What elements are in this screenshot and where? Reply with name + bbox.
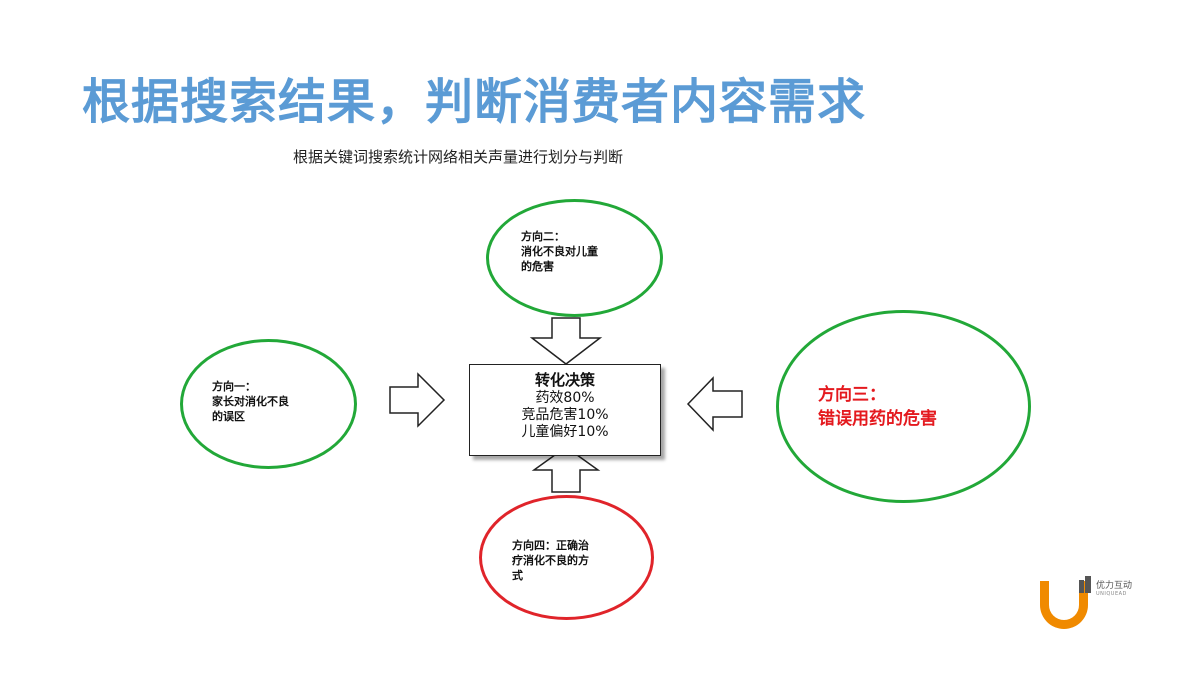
direction-2-text: 方向二： 消化不良对儿童 的危害 bbox=[521, 229, 598, 274]
direction-3-line-1: 方向三： bbox=[818, 385, 886, 405]
page-subtitle: 根据关键词搜索统计网络相关声量进行划分与判断 bbox=[293, 148, 624, 166]
arrow-right bbox=[389, 372, 446, 428]
page-title: 根据搜索结果，判断消费者内容需求 bbox=[82, 74, 867, 130]
logo-text: 优力互动 bbox=[1096, 581, 1133, 591]
conversion-line-children: 儿童偏好10% bbox=[521, 424, 609, 440]
direction-1-ellipse bbox=[180, 339, 357, 469]
direction-4-line-2: 疗消化不良的方 bbox=[512, 554, 589, 567]
arrow-down bbox=[529, 317, 603, 365]
arrow-up bbox=[531, 446, 601, 493]
logo-building-icon bbox=[1079, 576, 1091, 593]
direction-4-line-1: 方向四：正确治 bbox=[512, 539, 589, 552]
conversion-decision-box: 转化决策 药效80% 竞品危害10% 儿童偏好10% bbox=[469, 364, 661, 456]
brand-logo: 优力互动 UNIQUEAD bbox=[1040, 575, 1150, 635]
direction-4-ellipse bbox=[479, 495, 654, 620]
arrow-left bbox=[686, 376, 743, 432]
direction-2-line-3: 的危害 bbox=[521, 260, 554, 273]
direction-1-line-2: 家长对消化不良 bbox=[212, 395, 289, 408]
direction-3-text: 方向三： 错误用药的危害 bbox=[818, 383, 937, 431]
direction-2-line-2: 消化不良对儿童 bbox=[521, 245, 598, 258]
direction-4-text: 方向四：正确治 疗消化不良的方 式 bbox=[512, 538, 589, 583]
logo-u-mark bbox=[1040, 581, 1088, 629]
conversion-line-competitor: 竞品危害10% bbox=[521, 407, 609, 423]
direction-3-ellipse bbox=[776, 310, 1031, 503]
conversion-line-efficacy: 药效80% bbox=[535, 390, 595, 406]
direction-2-ellipse bbox=[486, 199, 663, 317]
direction-3-line-2: 错误用药的危害 bbox=[818, 409, 937, 429]
logo-subtext: UNIQUEAD bbox=[1096, 591, 1127, 597]
direction-4-line-3: 式 bbox=[512, 569, 523, 582]
direction-2-line-1: 方向二： bbox=[521, 230, 565, 243]
direction-1-line-1: 方向一： bbox=[212, 380, 256, 393]
direction-1-line-3: 的误区 bbox=[212, 410, 245, 423]
direction-1-text: 方向一： 家长对消化不良 的误区 bbox=[212, 379, 289, 424]
conversion-decision-title: 转化决策 bbox=[534, 371, 595, 389]
